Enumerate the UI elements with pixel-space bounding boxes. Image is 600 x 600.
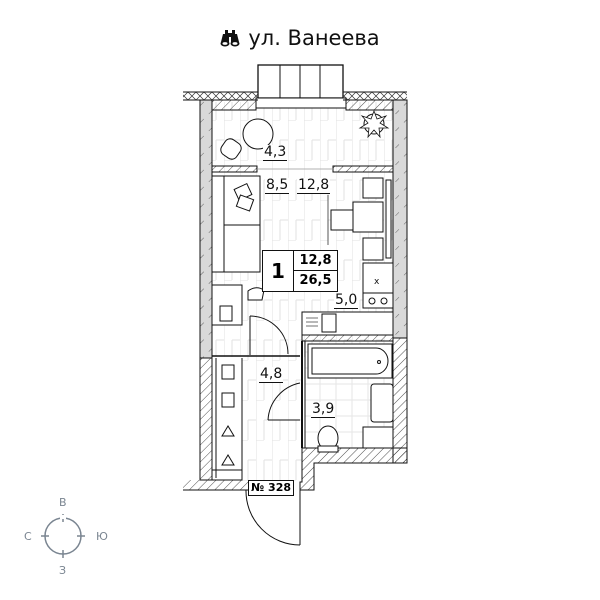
apartment-number: № 328 bbox=[248, 480, 294, 496]
room-area-balcony: 4,3 bbox=[263, 144, 288, 161]
armchair-icon bbox=[220, 138, 242, 160]
plant-icon bbox=[358, 109, 390, 139]
window-frame bbox=[255, 64, 347, 109]
room-area-bathroom: 3,9 bbox=[311, 401, 336, 418]
toilet-icon bbox=[317, 425, 339, 453]
compass-icon bbox=[41, 514, 85, 558]
kitchen-unit: x bbox=[301, 262, 394, 336]
compass: В С Ю З bbox=[20, 490, 120, 590]
street-name: ул. Ванеева bbox=[248, 26, 380, 50]
apartment-summary: 1 12,8 26,5 bbox=[262, 250, 338, 292]
room-area-sleeping: 8,5 bbox=[265, 177, 290, 194]
svg-text:x: x bbox=[374, 277, 380, 287]
room-area-kitchen: 5,0 bbox=[334, 292, 359, 309]
compass-south: З bbox=[59, 564, 67, 577]
compass-west: С bbox=[24, 530, 32, 543]
compass-north: В bbox=[59, 496, 67, 509]
binoculars-icon bbox=[220, 28, 240, 52]
desk-icon bbox=[211, 284, 265, 326]
bathtub-icon bbox=[307, 343, 393, 379]
room-area-living: 12,8 bbox=[297, 177, 331, 194]
total-area: 26,5 bbox=[299, 273, 332, 288]
dining-table-icon bbox=[327, 177, 392, 261]
street-title: ул. Ванеева bbox=[0, 26, 600, 52]
living-area: 12,8 bbox=[294, 251, 337, 271]
compass-east: Ю bbox=[96, 530, 108, 543]
room-area-hallway: 4,8 bbox=[259, 366, 284, 383]
sofa-icon bbox=[211, 175, 261, 273]
sink-icon bbox=[370, 383, 394, 423]
hanger-icons bbox=[221, 364, 235, 466]
rooms-count: 1 bbox=[263, 251, 294, 291]
